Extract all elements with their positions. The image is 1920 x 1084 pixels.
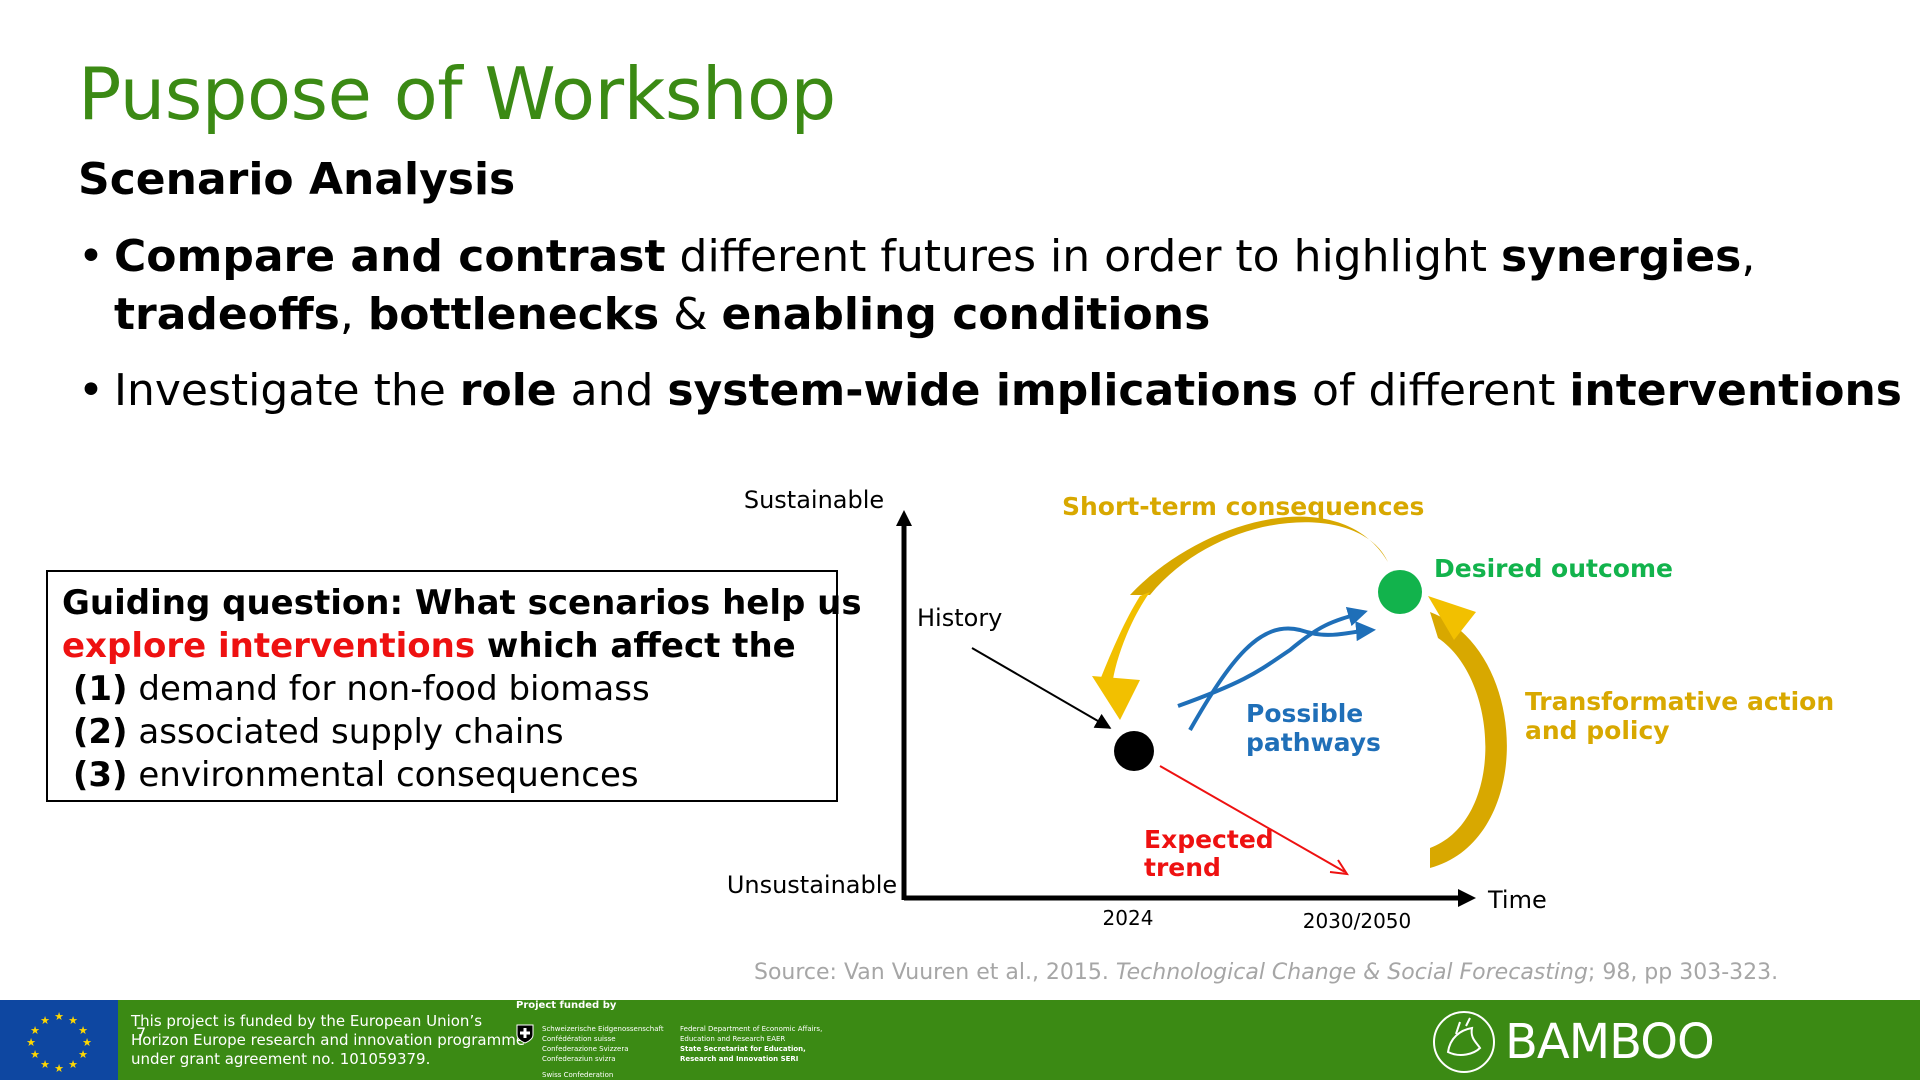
svg-text:★: ★ xyxy=(30,1024,40,1037)
pathways-label: Possible xyxy=(1246,699,1363,728)
svg-text:★: ★ xyxy=(54,1062,64,1075)
history-label: History xyxy=(917,604,1002,632)
transformative-label: and policy xyxy=(1525,716,1670,745)
bullet-dot-icon: • xyxy=(78,231,104,282)
swiss-shield-icon xyxy=(516,1024,534,1044)
short-term-arc-tail xyxy=(1100,592,1150,686)
eu-funding-text: This project is funded by the European U… xyxy=(131,1012,526,1068)
guide-line-2: explore interventions which affect the xyxy=(62,626,796,666)
swiss-confederation-names: Schweizerische Eidgenossenschaft Confédé… xyxy=(542,1025,664,1063)
short-term-arc xyxy=(1130,516,1388,595)
svg-text:★: ★ xyxy=(30,1048,40,1061)
bullet-line: Compare and contrast different futures i… xyxy=(114,231,1756,282)
svg-text:★: ★ xyxy=(78,1024,88,1037)
pathways-label: pathways xyxy=(1246,728,1381,757)
source-citation: Source: Van Vuuren et al., 2015. Technol… xyxy=(754,960,1779,985)
expected-trend-arrowhead-icon xyxy=(1329,859,1349,876)
x-tick-label: 2024 xyxy=(1103,906,1154,930)
x-tick-label: 2030/2050 xyxy=(1303,909,1412,933)
current-state-dot xyxy=(1114,731,1154,771)
bamboo-logo-icon xyxy=(1433,1011,1495,1073)
scenario-diagram: Sustainable Unsustainable Time 2024 2030… xyxy=(727,486,1834,933)
x-axis-label: Time xyxy=(1487,886,1547,914)
swiss-funding-heading: Project funded by xyxy=(516,1000,617,1011)
x-axis-arrow-icon xyxy=(1458,889,1476,907)
svg-text:★: ★ xyxy=(40,1058,50,1071)
svg-text:★: ★ xyxy=(26,1036,36,1049)
desired-outcome-label: Desired outcome xyxy=(1434,554,1673,583)
bullet-dot-icon: • xyxy=(78,365,104,416)
y-axis-bottom-label: Unsustainable xyxy=(727,871,897,899)
svg-text:★: ★ xyxy=(68,1058,78,1071)
bullet-line: Investigate the role and system-wide imp… xyxy=(114,365,1902,416)
y-axis-top-label: Sustainable xyxy=(744,486,884,514)
page-number: 7 xyxy=(136,1024,147,1043)
expected-trend-label: trend xyxy=(1144,853,1221,882)
guide-item: (3) environmental consequences xyxy=(72,755,639,795)
history-arrow xyxy=(971,647,1112,729)
svg-text:★: ★ xyxy=(40,1014,50,1027)
desired-outcome-dot xyxy=(1378,570,1422,614)
transformative-label: Transformative action xyxy=(1525,687,1834,716)
swiss-confederation-english: Swiss Confederation xyxy=(542,1071,614,1079)
section-subtitle: Scenario Analysis xyxy=(78,154,516,205)
expected-trend-label: Expected xyxy=(1144,825,1274,854)
short-term-arrowhead-icon xyxy=(1092,676,1140,720)
transformative-arc xyxy=(1430,612,1507,868)
pathway-line xyxy=(1177,606,1368,708)
transformative-arrowhead-icon xyxy=(1428,596,1476,640)
expected-trend-arrow xyxy=(1159,765,1346,873)
page-title: Puspose of Workshop xyxy=(78,52,836,136)
short-term-label: Short-term consequences xyxy=(1062,492,1424,521)
pathway-line xyxy=(1188,621,1376,731)
bullet-line: tradeoffs, bottlenecks & enabling condit… xyxy=(114,289,1211,340)
guide-item: (2) associated supply chains xyxy=(72,712,564,752)
guiding-question-box: Guiding question: What scenarios help us… xyxy=(46,570,862,802)
eu-flag-icon: ★★★ ★★★ ★★★ ★★★ xyxy=(0,1000,118,1080)
guide-lead: Guiding question: What scenarios help us xyxy=(62,583,862,623)
svg-text:★: ★ xyxy=(78,1048,88,1061)
guide-item: (1) demand for non-food biomass xyxy=(72,669,650,709)
footer-bar: ★★★ ★★★ ★★★ ★★★ This project is funded b… xyxy=(0,1000,1920,1080)
swiss-department-text: Federal Department of Economic Affairs, … xyxy=(680,1025,823,1063)
svg-text:★: ★ xyxy=(68,1014,78,1027)
svg-text:★: ★ xyxy=(54,1010,64,1023)
svg-text:★: ★ xyxy=(82,1036,92,1049)
y-axis-arrow-icon xyxy=(896,510,912,526)
bamboo-brand-text: BAMBOO xyxy=(1505,1014,1715,1070)
